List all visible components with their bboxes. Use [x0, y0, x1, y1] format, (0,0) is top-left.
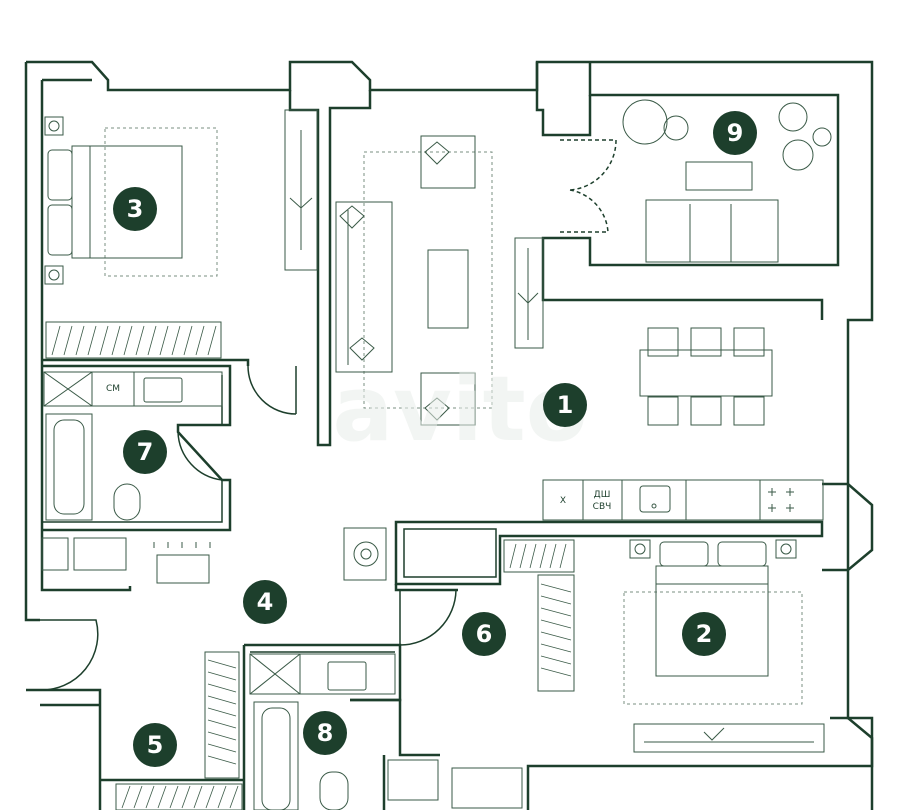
room-badge-8: 8 [303, 711, 347, 755]
room-number: 4 [257, 588, 274, 616]
room-badge-5: 5 [133, 723, 177, 767]
room-number: 3 [127, 195, 144, 223]
room-number: 6 [476, 620, 493, 648]
room-badge-3: 3 [113, 187, 157, 231]
room-number: 1 [557, 391, 574, 419]
room-number: 5 [147, 731, 164, 759]
room-number: 2 [696, 620, 713, 648]
room-badge-9: 9 [713, 111, 757, 155]
oven-label: Х [560, 496, 566, 506]
room-badge-1: 1 [543, 383, 587, 427]
room-number: 8 [317, 719, 334, 747]
room-number: 7 [137, 438, 154, 466]
dishwasher-label: ДШ [594, 490, 611, 500]
room-number: 9 [727, 119, 744, 147]
furniture [41, 99, 832, 810]
room-badges: 1 2 3 4 5 6 7 8 [113, 111, 757, 767]
room-badge-7: 7 [123, 430, 167, 474]
room-badge-6: 6 [462, 612, 506, 656]
room-badge-4: 4 [243, 580, 287, 624]
microwave-label: СВЧ [593, 502, 612, 512]
doors [39, 139, 617, 691]
room-badge-2: 2 [682, 612, 726, 656]
appliance-labels: СМ Х ДШ СВЧ [106, 384, 611, 512]
washer-label: СМ [106, 384, 120, 394]
